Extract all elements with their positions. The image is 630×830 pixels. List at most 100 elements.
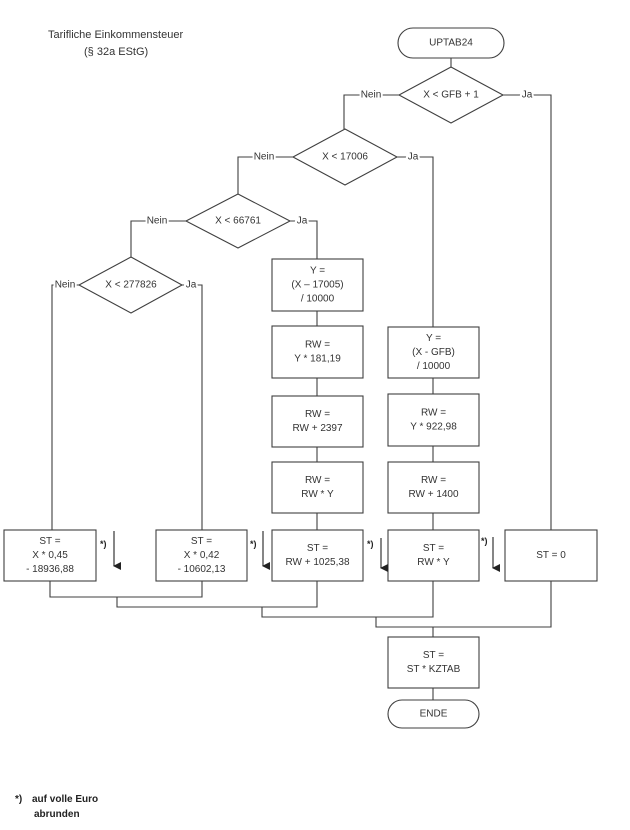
connector-d3-yes (290, 220, 318, 259)
process-box (155, 529, 248, 582)
process-line: (X – 17005) (291, 280, 343, 291)
rounding-footnote-ref: *) (481, 536, 488, 546)
decision-3-no-label: Nein (147, 216, 168, 227)
rounding-footnote-ref: *) (250, 539, 257, 549)
start-terminator: UPTAB24 (397, 27, 505, 59)
connector-d2-no (237, 156, 293, 194)
process-line: Y = (426, 333, 441, 344)
process-box (271, 395, 364, 448)
connector-d1-yes (503, 94, 552, 530)
process-box (387, 326, 480, 379)
process-line: - 18936,88 (26, 564, 74, 575)
decision-3-yes-label: Ja (297, 216, 308, 227)
connector-d3-no (130, 220, 186, 257)
process-line: ST = (307, 543, 328, 554)
process-line: RW * Y (417, 557, 450, 568)
decision-2-yes-label: Ja (408, 152, 419, 163)
process-line: RW = (421, 475, 446, 486)
process-line: Y * 922,98 (410, 422, 457, 433)
footnote-line-1: auf volle Euro (32, 794, 98, 805)
decision-3-condition: X < 66761 (215, 216, 261, 227)
process-final: ST = ST * KZTAB (387, 636, 480, 689)
process-line: - 10602,13 (178, 564, 226, 575)
process-line: ST = (423, 543, 444, 554)
rounding-footnote-ref: *) (100, 539, 107, 549)
footnote: *) auf volle Euro abrunden (15, 794, 98, 820)
start-shape (397, 27, 505, 59)
rounding-marker-3: *) (367, 538, 388, 572)
process-line: / 10000 (301, 294, 335, 305)
process-line: Y = (310, 266, 325, 277)
process-top-rate: ST = X * 0,45 - 18936,88 (3, 529, 97, 582)
decision-1-diamond (397, 66, 505, 124)
connectors (49, 58, 552, 700)
process-box (387, 461, 480, 514)
decision-2-diamond (291, 128, 399, 186)
decision-1: X < GFB + 1 (397, 66, 505, 124)
process-c4-rw1: RW = Y * 922,98 (387, 393, 480, 447)
connector-d4-no (51, 284, 79, 530)
title-line-1: Tarifliche Einkommensteuer (48, 29, 183, 41)
process-line: ST = (191, 536, 212, 547)
connector-d1-no (343, 94, 399, 129)
process-line: ST = (39, 536, 60, 547)
merge-line-1 (49, 581, 203, 598)
process-upper-rate: ST = X * 0,42 - 10602,13 (155, 529, 248, 582)
decision-4-no-label: Nein (55, 280, 76, 291)
footnote-line-2: abrunden (34, 809, 80, 820)
connector-d2-yes (397, 156, 434, 327)
process-c3-st: ST = RW + 1025,38 (271, 529, 364, 582)
connector-d4-yes (182, 284, 203, 530)
rounding-marker-4: *) (481, 536, 500, 572)
process-line: X * 0,45 (32, 550, 68, 561)
process-line: RW + 1025,38 (285, 557, 349, 568)
decision-1-yes-label: Ja (522, 90, 533, 101)
merge-line-3 (261, 581, 434, 618)
decision-4-condition: X < 277826 (105, 280, 157, 291)
process-line: RW = (305, 340, 330, 351)
process-line: X * 0,42 (184, 550, 220, 561)
process-box (3, 529, 97, 582)
decision-3: X < 66761 (184, 193, 292, 249)
rounding-footnote-ref: *) (367, 539, 374, 549)
process-c3-y: Y = (X – 17005) / 10000 (271, 258, 364, 312)
process-line: (X - GFB) (412, 347, 455, 358)
process-zero: ST = 0 (504, 529, 598, 582)
end-terminator: ENDE (387, 699, 480, 729)
process-box (271, 461, 364, 514)
process-box (271, 529, 364, 582)
process-box (387, 529, 480, 582)
process-c4-st: ST = RW * Y (387, 529, 480, 582)
process-box (387, 636, 480, 689)
process-line: ST = (423, 650, 444, 661)
process-box (271, 325, 364, 379)
process-box (504, 529, 598, 582)
process-c4-y: Y = (X - GFB) / 10000 (387, 326, 480, 379)
decision-4-diamond (77, 256, 184, 314)
process-line: RW = (305, 409, 330, 420)
process-c3-rw3: RW = RW * Y (271, 461, 364, 514)
process-line: RW * Y (301, 489, 334, 500)
decision-2-no-label: Nein (254, 152, 275, 163)
decision-2: X < 17006 (291, 128, 399, 186)
process-line: RW + 2397 (292, 423, 343, 434)
process-line: RW = (305, 475, 330, 486)
decision-2-condition: X < 17006 (322, 152, 368, 163)
decision-1-condition: X < GFB + 1 (423, 90, 479, 101)
process-line: ST * KZTAB (407, 664, 461, 675)
rounding-marker-1: *) (100, 531, 121, 570)
decision-4: X < 277826 (77, 256, 184, 314)
decision-4-yes-label: Ja (186, 280, 197, 291)
process-line: RW = (421, 408, 446, 419)
process-c4-rw2: RW = RW + 1400 (387, 461, 480, 514)
process-line: Y * 181,19 (294, 354, 341, 365)
process-line: RW + 1400 (408, 489, 459, 500)
start-label: UPTAB24 (429, 38, 473, 49)
process-c3-rw1: RW = Y * 181,19 (271, 325, 364, 379)
rounding-marker-2: *) (250, 531, 270, 570)
process-line: ST = 0 (536, 550, 566, 561)
merge-line-2 (116, 581, 318, 608)
process-c3-rw2: RW = RW + 2397 (271, 395, 364, 448)
process-line: / 10000 (417, 361, 451, 372)
